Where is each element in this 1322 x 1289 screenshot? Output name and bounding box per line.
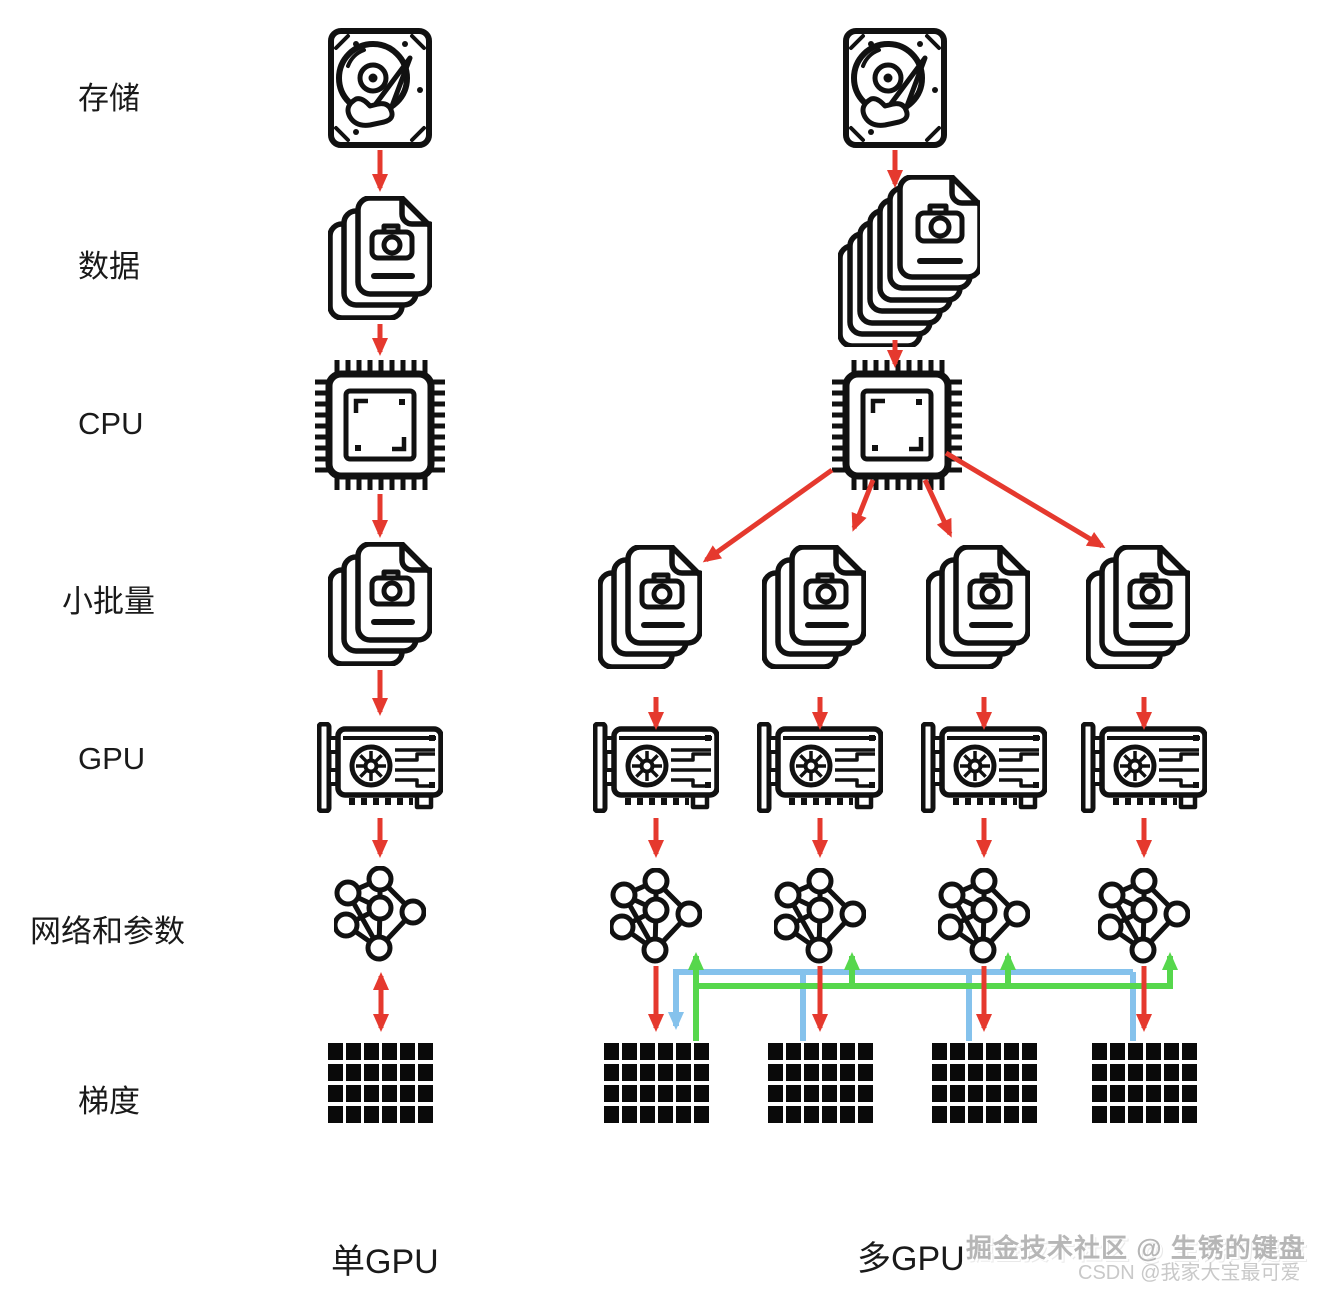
row-label-gpu: GPU [78,741,146,776]
caption-single-gpu: 单GPU [331,1243,439,1281]
blue-gradient-aggregate-arrow [668,969,1133,1030]
caption-multi-gpu: 多GPU [857,1240,965,1278]
row-label-gradient: 梯度 [78,1084,140,1119]
watermark-juejin: 掘金技术社区 @ 生锈的键盘 [966,1233,1306,1263]
row-label-minibatch: 小批量 [62,584,155,619]
arrow-cpu-to-minibatch-4 [944,450,1106,549]
watermark-csdn: CSDN @我家大宝最可爱 [1078,1262,1301,1284]
row-label-data: 数据 [78,249,140,284]
arrow-cpu-to-minibatch-3 [922,478,953,538]
arrow-cpu-to-minibatch-2 [851,479,876,532]
row-label-storage: 存储 [78,81,140,116]
row-label-network-params: 网络和参数 [30,914,185,949]
row-label-cpu: CPU [78,406,144,441]
arrow-cpu-to-minibatch-1 [702,467,834,563]
